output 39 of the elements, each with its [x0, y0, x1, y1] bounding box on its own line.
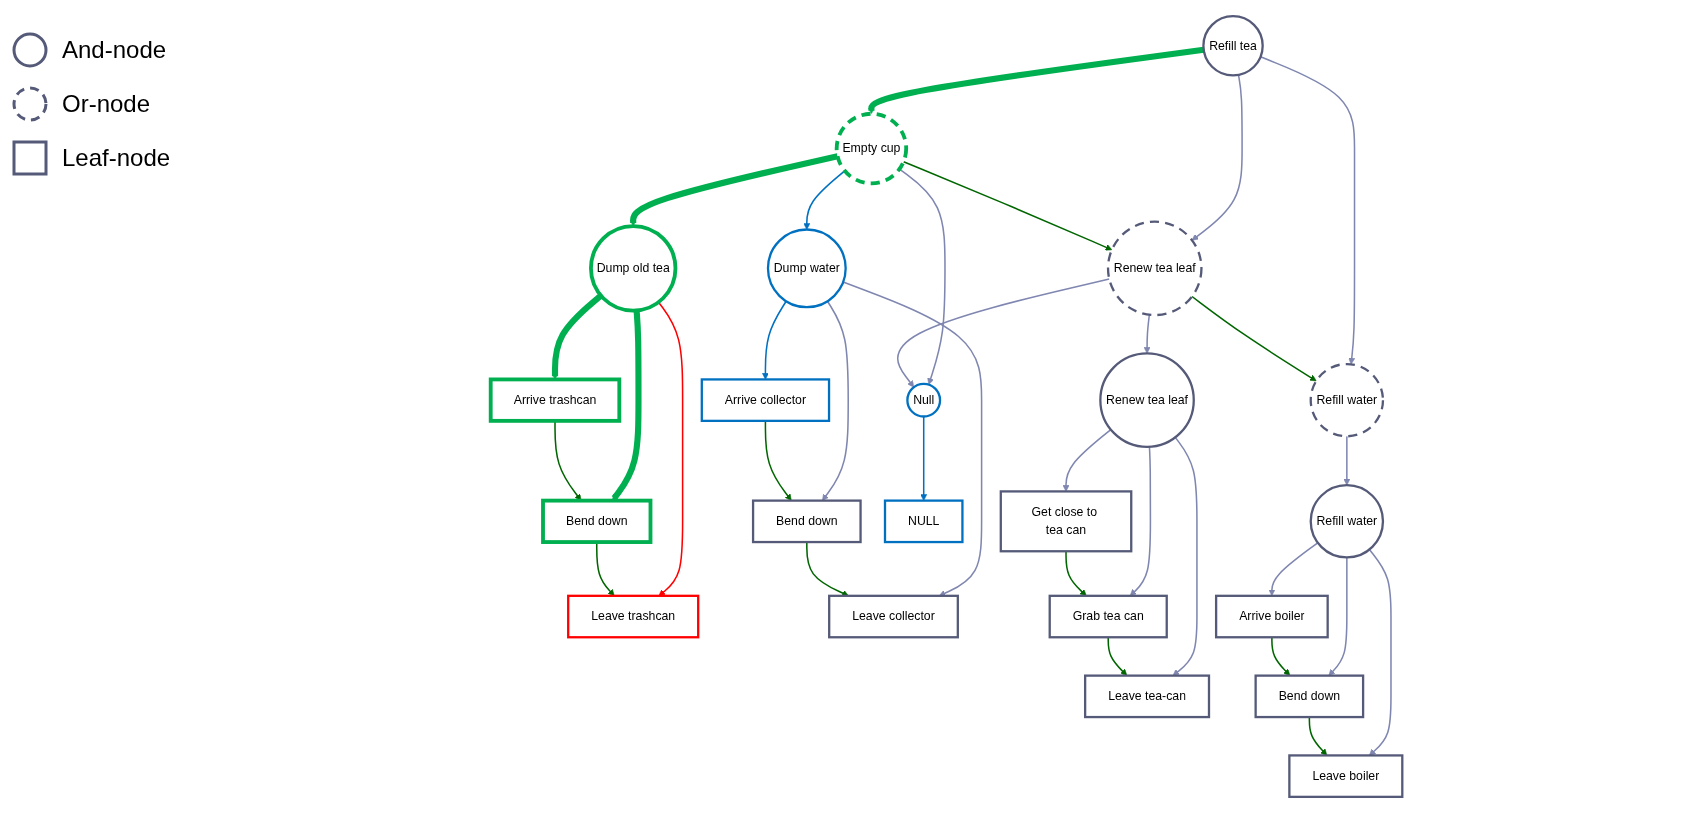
- arrow: [1191, 74, 1243, 241]
- arrow: [1062, 428, 1112, 492]
- node-circle: Dump old tea: [589, 224, 678, 313]
- arrow: [611, 310, 642, 501]
- node-circle: Null: [906, 382, 942, 418]
- arrow: [803, 170, 846, 230]
- arrow: [551, 293, 603, 380]
- node-box: Bend down: [1254, 674, 1365, 719]
- arrow: [762, 300, 787, 380]
- node-circle: Refill tea: [1202, 15, 1264, 77]
- legend-label: Leaf-node: [62, 144, 171, 172]
- node-circle: Dump water: [766, 228, 847, 309]
- arrow: [554, 420, 582, 501]
- node-circle: Refill water: [1309, 362, 1385, 438]
- arrow: [822, 300, 849, 501]
- arrow: [764, 420, 792, 501]
- node-box: Arrive trashcan: [488, 377, 622, 423]
- node-box: Leave tea-can: [1084, 674, 1211, 719]
- legend-label: Or-node: [62, 90, 151, 118]
- arrow: [898, 168, 946, 385]
- node-circle: Refill water: [1309, 484, 1385, 559]
- node-circle: Renew tea leaf: [1099, 352, 1195, 448]
- node-circle: Renew tea leaf: [1106, 220, 1203, 317]
- node-box: Arrive collector: [700, 378, 831, 422]
- node-box: Bend down: [751, 499, 862, 544]
- node-box: NULL: [883, 499, 964, 544]
- node-circle: Empty cup: [834, 111, 909, 186]
- node-box: Leave trashcan: [567, 594, 700, 639]
- node-box: Grab tea can: [1048, 594, 1168, 639]
- arrow: [1368, 548, 1392, 756]
- arrow: [1172, 436, 1198, 676]
- node-box: Leave boiler: [1288, 754, 1404, 798]
- node-box: Bend down: [541, 498, 653, 544]
- node-box: Get close to tea can: [999, 490, 1133, 553]
- arrow: [1143, 314, 1151, 354]
- arrow: [1191, 295, 1317, 382]
- legend-label: And-node: [62, 36, 167, 64]
- node-box: Arrive boiler: [1215, 594, 1329, 639]
- node-box: Leave collector: [828, 594, 959, 639]
